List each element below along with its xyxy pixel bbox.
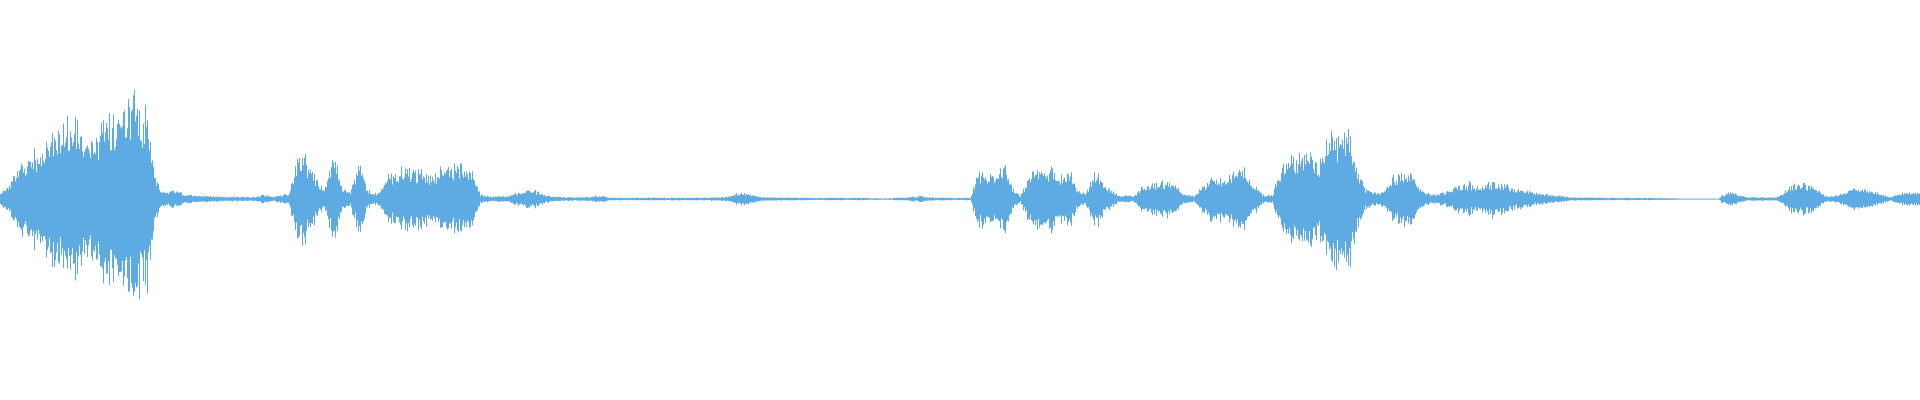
waveform-samples [0,89,1920,300]
waveform [0,89,1920,300]
